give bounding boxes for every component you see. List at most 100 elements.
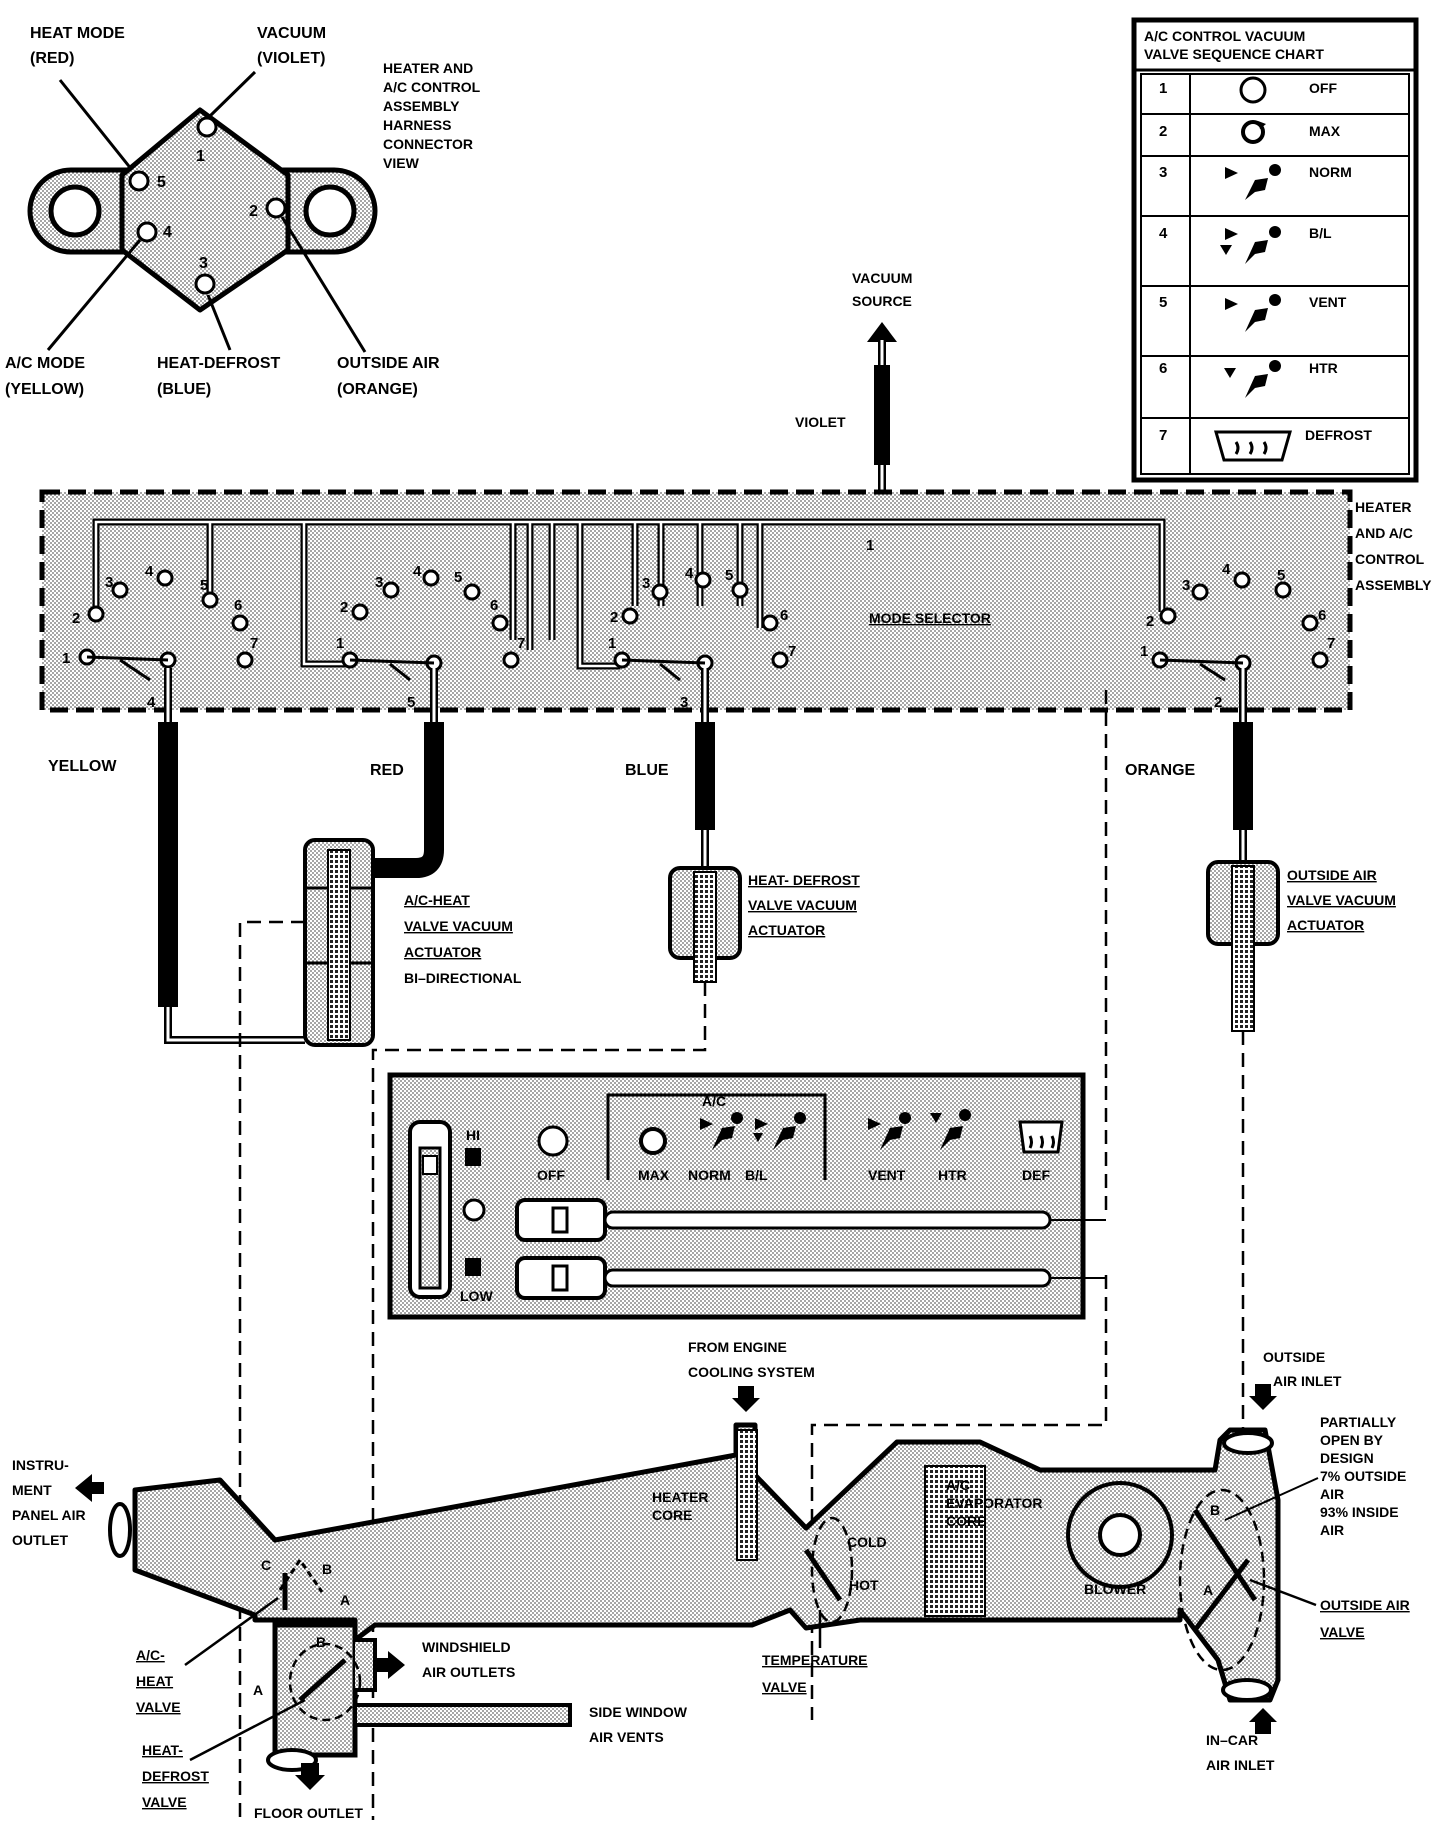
svg-text:(ORANGE): (ORANGE) [337, 381, 418, 398]
svg-text:4: 4 [145, 563, 154, 580]
outside-air-actuator: OUTSIDE AIR VALVE VACUUM ACTUATOR [1206, 860, 1396, 1480]
svg-text:AIR INLET: AIR INLET [1273, 1373, 1342, 1389]
svg-text:VALVE VACUUM: VALVE VACUUM [1287, 892, 1396, 908]
heat-mode-label: HEAT MODE [30, 25, 125, 42]
svg-text:VALVE SEQUENCE CHART: VALVE SEQUENCE CHART [1144, 46, 1324, 62]
ac-heat-valve-label: A/C- HEAT VALVE [136, 1647, 181, 1715]
svg-text:2: 2 [72, 610, 80, 627]
chart-row: 3 NORM [1159, 164, 1352, 200]
svg-text:5: 5 [725, 567, 733, 584]
svg-text:6: 6 [1159, 360, 1167, 377]
svg-text:5: 5 [1159, 294, 1167, 311]
chart-row: 5 VENT [1159, 294, 1347, 332]
svg-text:(VIOLET): (VIOLET) [257, 50, 325, 67]
chart-row: 4 B/L [1159, 225, 1332, 264]
connector-title: HEATER AND A/C CONTROL ASSEMBLY HARNESS … [383, 60, 481, 171]
upper-lever[interactable] [515, 1198, 1106, 1242]
svg-text:A/C CONTROL: A/C CONTROL [383, 79, 481, 95]
svg-text:VALVE VACUUM: VALVE VACUUM [748, 897, 857, 913]
chart-row: 2 MAX [1159, 120, 1341, 144]
svg-text:VIEW: VIEW [383, 155, 420, 171]
svg-text:HEAT-: HEAT- [142, 1742, 183, 1758]
svg-text:AIR: AIR [1320, 1522, 1344, 1538]
in-car-inlet-label: IN–CAR [1206, 1732, 1258, 1748]
svg-text:COOLING SYSTEM: COOLING SYSTEM [688, 1364, 815, 1380]
flow-arrows [75, 1384, 1277, 1790]
vent-icon [1225, 294, 1281, 332]
lower-lever[interactable] [515, 1256, 1106, 1300]
valve-letter-c: C [261, 1557, 271, 1573]
mode-button-htr[interactable]: HTR [930, 1109, 971, 1183]
heat-defrost-actuator: HEAT- DEFROST VALVE VACUUM ACTUATOR [371, 866, 860, 1820]
svg-text:HEAT: HEAT [136, 1673, 174, 1689]
svg-text:OPEN BY: OPEN BY [1320, 1432, 1384, 1448]
svg-text:2: 2 [1159, 123, 1167, 140]
mode-button-off[interactable]: OFF [537, 1125, 569, 1183]
arrow-down-icon [732, 1386, 760, 1412]
svg-text:DEFROST: DEFROST [142, 1768, 209, 1784]
svg-text:CORE: CORE [946, 1513, 986, 1529]
pin-5: 5 [157, 174, 166, 191]
svg-text:5: 5 [454, 569, 462, 586]
vacuum-source: VACUUM SOURCE VIOLET [795, 270, 912, 520]
svg-text:VALVE: VALVE [136, 1699, 181, 1715]
svg-text:VALVE VACUUM: VALVE VACUUM [404, 918, 513, 934]
valve-letter-b: B [322, 1561, 332, 1577]
valve-section-blue: 1 2 3 4 5 6 7 3 [608, 565, 796, 711]
svg-text:7: 7 [1327, 635, 1335, 652]
ac-mode-label: A/C MODE [5, 355, 85, 372]
svg-text:4: 4 [685, 565, 694, 582]
svg-text:SOURCE: SOURCE [852, 293, 912, 309]
svg-text:ACTUATOR: ACTUATOR [1287, 917, 1364, 933]
arrow-left-icon [75, 1474, 104, 1502]
valve-sequence-chart: A/C CONTROL VACUUM VALVE SEQUENCE CHART … [1131, 17, 1419, 483]
air-distribution-duct: C B A B A B A [108, 1422, 1281, 1772]
bilevel-icon [1220, 226, 1281, 264]
pin-2: 2 [249, 203, 258, 220]
mode-button-bilevel[interactable]: B/L [745, 1112, 806, 1183]
vacuum-hoses: YELLOW RED BLUE ORANGE [48, 668, 1253, 1044]
svg-text:AIR OUTLETS: AIR OUTLETS [422, 1664, 515, 1680]
svg-text:VENT: VENT [868, 1167, 906, 1183]
svg-text:A: A [253, 1682, 263, 1698]
svg-text:6: 6 [234, 597, 242, 614]
engine-cooling-label: FROM ENGINE [688, 1339, 787, 1355]
svg-text:BI–DIRECTIONAL: BI–DIRECTIONAL [404, 970, 522, 986]
svg-text:A/C-: A/C- [136, 1647, 165, 1663]
floor-outlet-label: FLOOR OUTLET [254, 1805, 363, 1821]
fan-low-label: LOW [460, 1288, 493, 1304]
svg-text:3: 3 [680, 694, 688, 711]
svg-text:7: 7 [1159, 427, 1167, 444]
svg-text:1: 1 [336, 635, 344, 652]
mode-button-norm[interactable]: NORM [688, 1112, 743, 1183]
partially-open-label: PARTIALLY OPEN BY DESIGN 7% OUTSIDE AIR … [1320, 1414, 1406, 1538]
temperature-valve-label: TEMPERATURE VALVE [762, 1652, 868, 1695]
svg-text:ASSEMBLY: ASSEMBLY [383, 98, 460, 114]
outside-air-label: OUTSIDE AIR [337, 355, 440, 372]
svg-text:3: 3 [1182, 577, 1190, 594]
svg-text:5: 5 [200, 577, 208, 594]
chart-row: 6 HTR [1159, 360, 1338, 398]
blue-hose-label: BLUE [625, 762, 669, 779]
svg-text:AND A/C: AND A/C [1355, 525, 1413, 541]
mode-button-def[interactable]: DEF [1018, 1120, 1064, 1183]
svg-text:4: 4 [1222, 561, 1231, 578]
mode-button-max[interactable]: MAX [638, 1127, 670, 1183]
svg-text:(RED): (RED) [30, 50, 74, 67]
valve-section-yellow: 1 2 3 4 5 6 7 4 [62, 563, 258, 711]
fan-hi-label: HI [466, 1127, 480, 1143]
svg-text:HTR: HTR [1309, 360, 1338, 376]
blower-label: BLOWER [1084, 1581, 1146, 1597]
violet-label: VIOLET [795, 414, 846, 430]
svg-text:HTR: HTR [938, 1167, 967, 1183]
svg-text:6: 6 [780, 607, 788, 624]
svg-text:7: 7 [250, 635, 258, 652]
svg-text:ACTUATOR: ACTUATOR [404, 944, 481, 960]
svg-text:PANEL AIR: PANEL AIR [12, 1507, 86, 1523]
svg-text:VENT: VENT [1309, 294, 1347, 310]
red-hose-label: RED [370, 762, 404, 779]
mode-button-vent[interactable]: VENT [868, 1112, 911, 1183]
svg-text:1: 1 [1140, 643, 1148, 660]
svg-text:1: 1 [866, 537, 874, 554]
svg-text:OUTSIDE AIR: OUTSIDE AIR [1287, 867, 1377, 883]
